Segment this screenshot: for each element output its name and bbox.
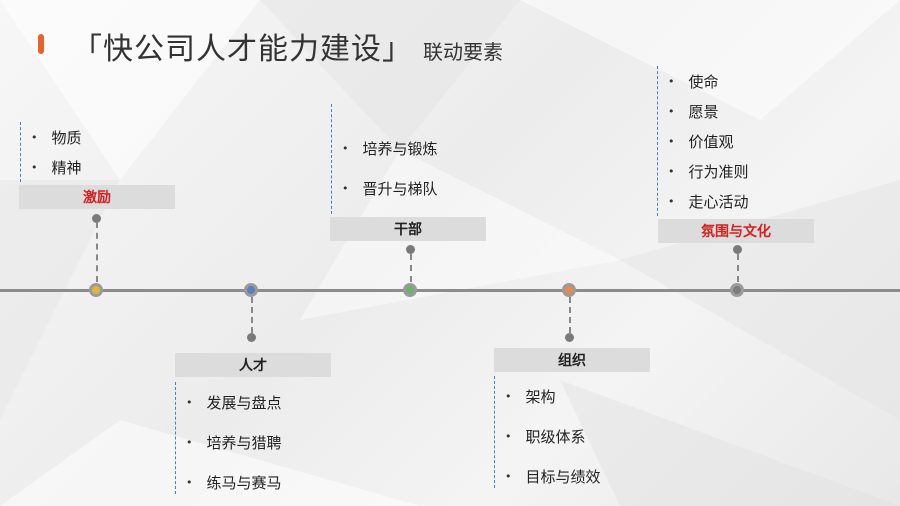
list-item: 行为准则: [668, 156, 749, 186]
list-talent: 发展与盘点 培养与猎聘 练马与赛马: [175, 382, 282, 494]
timeline-node-culture: [730, 283, 744, 297]
connector-pin: [406, 245, 415, 254]
list-item: 练马与赛马: [186, 462, 282, 502]
page-title: 「快公司人才能力建设」 联动要素: [72, 24, 503, 67]
connector-stem: [737, 254, 739, 282]
connector-pin: [733, 245, 742, 254]
list-item: 精神: [31, 152, 82, 182]
connector-pin: [92, 214, 101, 223]
title-sub: 联动要素: [423, 40, 503, 64]
label-organization: 组织: [494, 348, 650, 372]
list-item: 物质: [31, 122, 82, 152]
list-item: 目标与绩效: [505, 456, 601, 496]
connector-pin: [247, 333, 256, 342]
list-item: 发展与盘点: [186, 382, 282, 422]
list-cadre: 培养与锻炼 晋升与梯队: [331, 104, 438, 214]
timeline-node-incentive: [89, 283, 103, 297]
list-incentive: 物质 精神: [20, 122, 82, 182]
connector-pin: [565, 333, 574, 342]
list-organization: 架构 职级体系 目标与绩效: [494, 376, 601, 488]
list-item: 架构: [505, 376, 601, 416]
list-item: 职级体系: [505, 416, 601, 456]
connector-stem: [251, 297, 253, 333]
label-cadre: 干部: [330, 217, 486, 241]
list-item: 价值观: [668, 126, 749, 156]
list-item: 愿景: [668, 96, 749, 126]
connector-stem: [569, 297, 571, 333]
title-accent-bar: [38, 34, 44, 54]
timeline-node-cadre: [403, 283, 417, 297]
label-culture: 氛围与文化: [658, 219, 814, 243]
timeline-node-organization: [562, 283, 576, 297]
list-item: 走心活动: [668, 186, 749, 216]
label-talent: 人才: [175, 353, 331, 377]
list-culture: 使命 愿景 价值观 行为准则 走心活动: [657, 66, 749, 216]
timeline-node-talent: [244, 283, 258, 297]
list-item: 培养与锻炼: [342, 128, 438, 168]
timeline-axis: [0, 289, 900, 292]
label-incentive: 激励: [19, 185, 175, 209]
list-item: 使命: [668, 66, 749, 96]
connector-stem: [96, 222, 98, 282]
title-main: 「快公司人才能力建设」: [72, 32, 413, 67]
connector-stem: [410, 254, 412, 282]
list-item: 培养与猎聘: [186, 422, 282, 462]
list-item: 晋升与梯队: [342, 168, 438, 208]
